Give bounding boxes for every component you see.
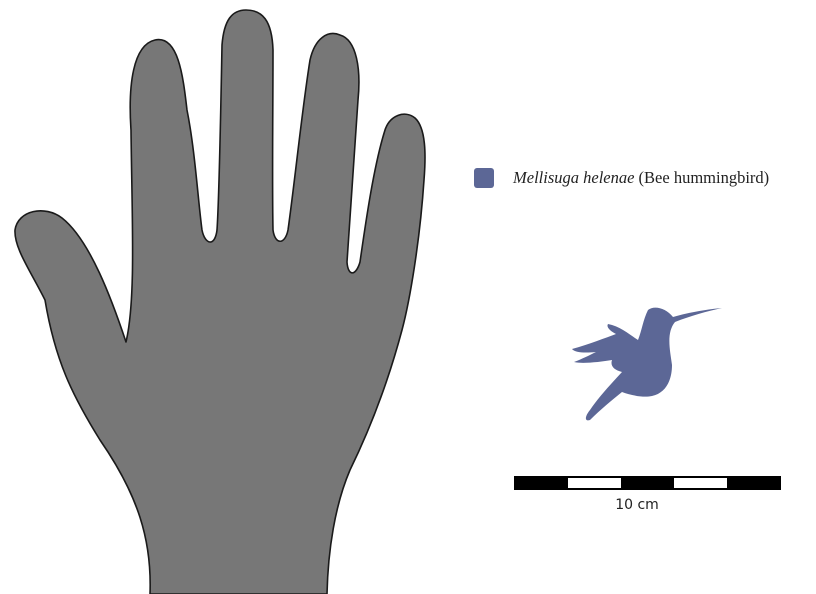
legend-species-name: Mellisuga helenae bbox=[513, 168, 634, 187]
legend-label: Mellisuga helenae (Bee hummingbird) bbox=[513, 168, 769, 188]
scale-bar-segment bbox=[727, 477, 780, 489]
scale-bar bbox=[515, 477, 780, 489]
scale-bar-segment bbox=[621, 477, 674, 489]
legend-swatch bbox=[474, 168, 494, 188]
scale-bar-segment bbox=[568, 477, 621, 489]
legend: Mellisuga helenae (Bee hummingbird) bbox=[474, 167, 769, 189]
scale-bar-label: 10 cm bbox=[607, 497, 667, 513]
bee-hummingbird-silhouette bbox=[572, 308, 722, 421]
scale-bar-segment bbox=[515, 477, 568, 489]
legend-common-name: (Bee hummingbird) bbox=[639, 168, 770, 187]
human-hand-silhouette bbox=[15, 10, 425, 594]
scale-bar-segment bbox=[674, 477, 727, 489]
